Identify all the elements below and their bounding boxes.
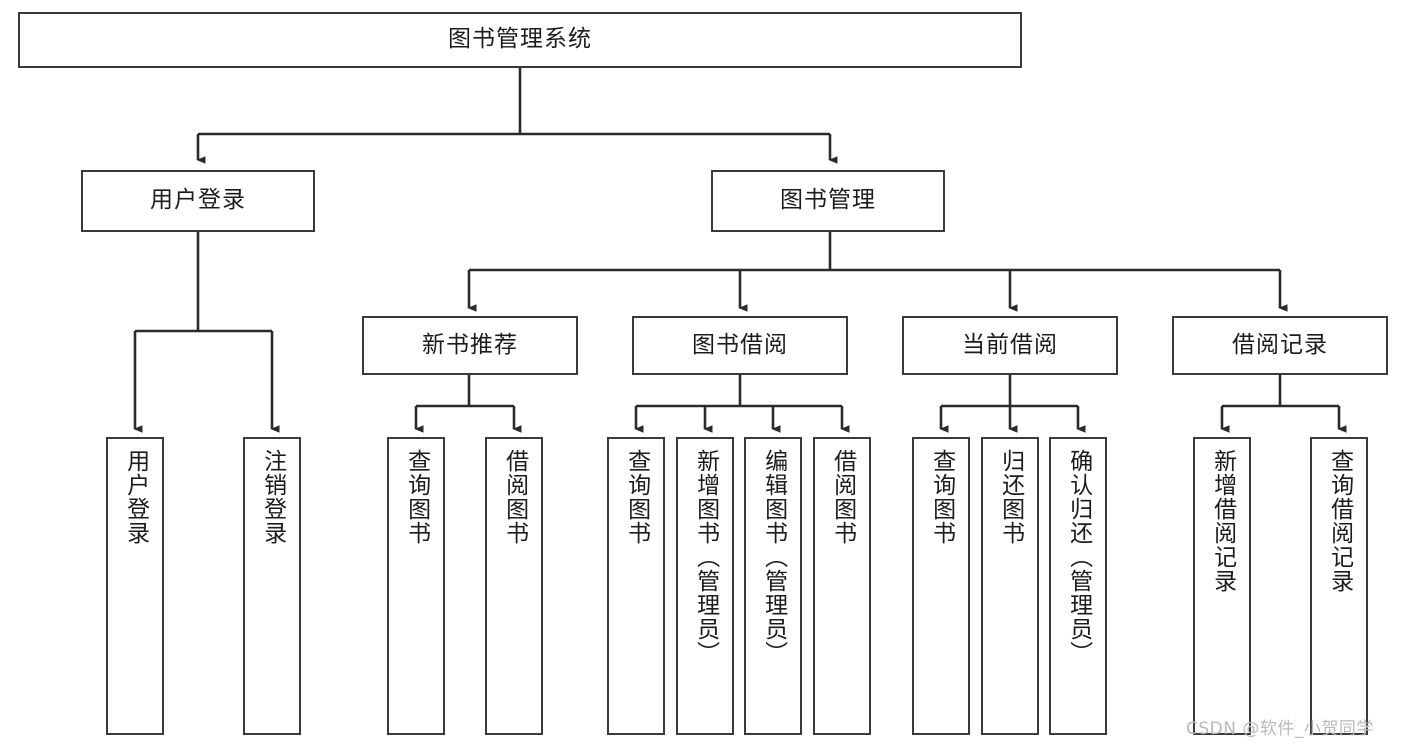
leaf-edit-book-label: 编辑图书（管理员） (760, 449, 787, 665)
node-book-manage[interactable]: 图书管理 (711, 170, 945, 232)
leaf-query-book-2-label: 查询图书 (623, 449, 650, 545)
leaf-add-book[interactable]: 新增图书（管理员） (676, 437, 734, 735)
leaf-borrow-book-2-label: 借阅图书 (829, 449, 856, 545)
leaf-query-book-2[interactable]: 查询图书 (607, 437, 665, 735)
leaf-add-record[interactable]: 新增借阅记录 (1193, 437, 1251, 735)
node-new-book-rec-label: 新书推荐 (422, 331, 518, 358)
node-current-borrow[interactable]: 当前借阅 (902, 316, 1118, 375)
leaf-query-record[interactable]: 查询借阅记录 (1310, 437, 1368, 735)
node-book-borrow[interactable]: 图书借阅 (632, 316, 848, 375)
leaf-logout[interactable]: 注销登录 (243, 437, 301, 735)
node-borrow-record-label: 借阅记录 (1232, 331, 1328, 358)
node-user-login[interactable]: 用户登录 (81, 170, 315, 232)
leaf-user-login[interactable]: 用户登录 (106, 437, 164, 735)
leaf-query-book-3[interactable]: 查询图书 (912, 437, 970, 735)
node-book-manage-label: 图书管理 (780, 187, 876, 214)
leaf-add-record-label: 新增借阅记录 (1209, 449, 1236, 593)
leaf-edit-book[interactable]: 编辑图书（管理员） (744, 437, 802, 735)
node-root-label: 图书管理系统 (448, 26, 592, 53)
leaf-borrow-book-1-label: 借阅图书 (501, 449, 528, 545)
node-root[interactable]: 图书管理系统 (18, 12, 1022, 68)
csdn-watermark: CSDN @软件_小贺同学 (1186, 719, 1374, 739)
node-current-borrow-label: 当前借阅 (962, 331, 1058, 358)
node-new-book-rec[interactable]: 新书推荐 (362, 316, 578, 375)
leaf-confirm-return-label: 确认归还（管理员） (1065, 449, 1092, 665)
leaf-add-book-label: 新增图书（管理员） (692, 449, 719, 665)
leaf-user-login-label: 用户登录 (122, 449, 149, 545)
leaf-logout-label: 注销登录 (259, 449, 286, 545)
leaf-borrow-book-2[interactable]: 借阅图书 (813, 437, 871, 735)
leaf-confirm-return[interactable]: 确认归还（管理员） (1049, 437, 1107, 735)
leaf-return-book[interactable]: 归还图书 (981, 437, 1039, 735)
leaf-return-book-label: 归还图书 (997, 449, 1024, 545)
leaf-query-book-3-label: 查询图书 (928, 449, 955, 545)
leaf-borrow-book-1[interactable]: 借阅图书 (485, 437, 543, 735)
leaf-query-record-label: 查询借阅记录 (1326, 449, 1353, 593)
leaf-query-book-1[interactable]: 查询图书 (387, 437, 445, 735)
node-user-login-label: 用户登录 (150, 187, 246, 214)
node-book-borrow-label: 图书借阅 (692, 331, 788, 358)
node-borrow-record[interactable]: 借阅记录 (1172, 316, 1388, 375)
leaf-query-book-1-label: 查询图书 (403, 449, 430, 545)
